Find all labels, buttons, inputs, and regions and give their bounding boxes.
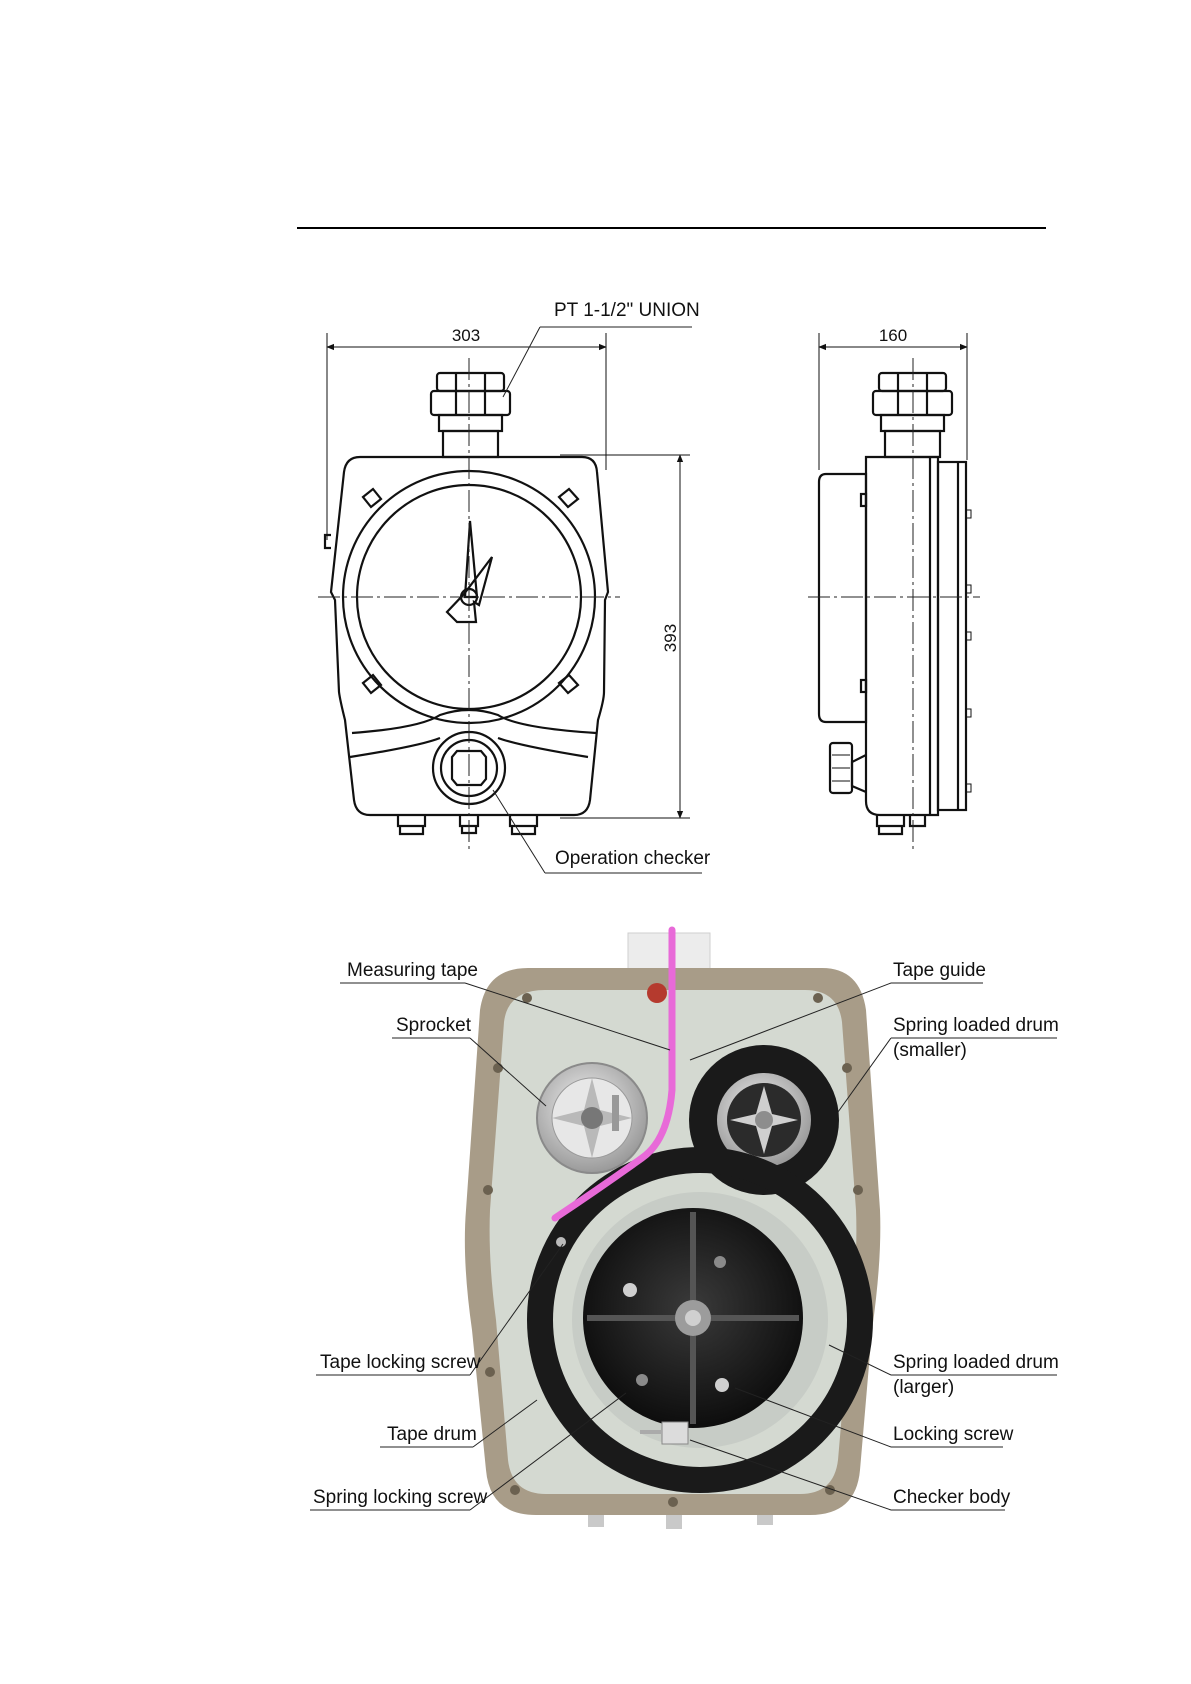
- mechanism-photo: Measuring tape Sprocket Tape locking scr…: [310, 930, 1059, 1529]
- label-tape-guide: Tape guide: [893, 960, 986, 981]
- callout-operation-checker: Operation checker: [555, 848, 711, 869]
- label-sprocket: Sprocket: [396, 1015, 472, 1036]
- label-tape-locking-screw: Tape locking screw: [320, 1352, 481, 1373]
- front-view: 303 393: [318, 300, 711, 873]
- sprocket: [537, 1063, 647, 1173]
- label-measuring-tape: Measuring tape: [347, 960, 478, 981]
- label-spring-drum-larger-sub: (larger): [893, 1377, 954, 1398]
- dim-width-label: 303: [452, 326, 480, 345]
- spring-drum-larger: [583, 1208, 803, 1428]
- label-checker-body: Checker body: [893, 1487, 1011, 1508]
- label-locking-screw: Locking screw: [893, 1424, 1014, 1445]
- label-spring-drum-smaller: Spring loaded drum: [893, 1015, 1059, 1036]
- label-spring-drum-smaller-sub: (smaller): [893, 1040, 967, 1061]
- label-spring-locking-screw: Spring locking screw: [313, 1487, 488, 1508]
- side-view: 160: [808, 326, 980, 850]
- callout-union: PT 1-1/2" UNION: [554, 300, 700, 321]
- dim-height-label: 393: [661, 624, 680, 652]
- union-fitting: [431, 373, 510, 457]
- label-tape-drum: Tape drum: [387, 1424, 477, 1445]
- label-spring-drum-larger: Spring loaded drum: [893, 1352, 1059, 1373]
- dim-depth-label: 160: [879, 326, 907, 345]
